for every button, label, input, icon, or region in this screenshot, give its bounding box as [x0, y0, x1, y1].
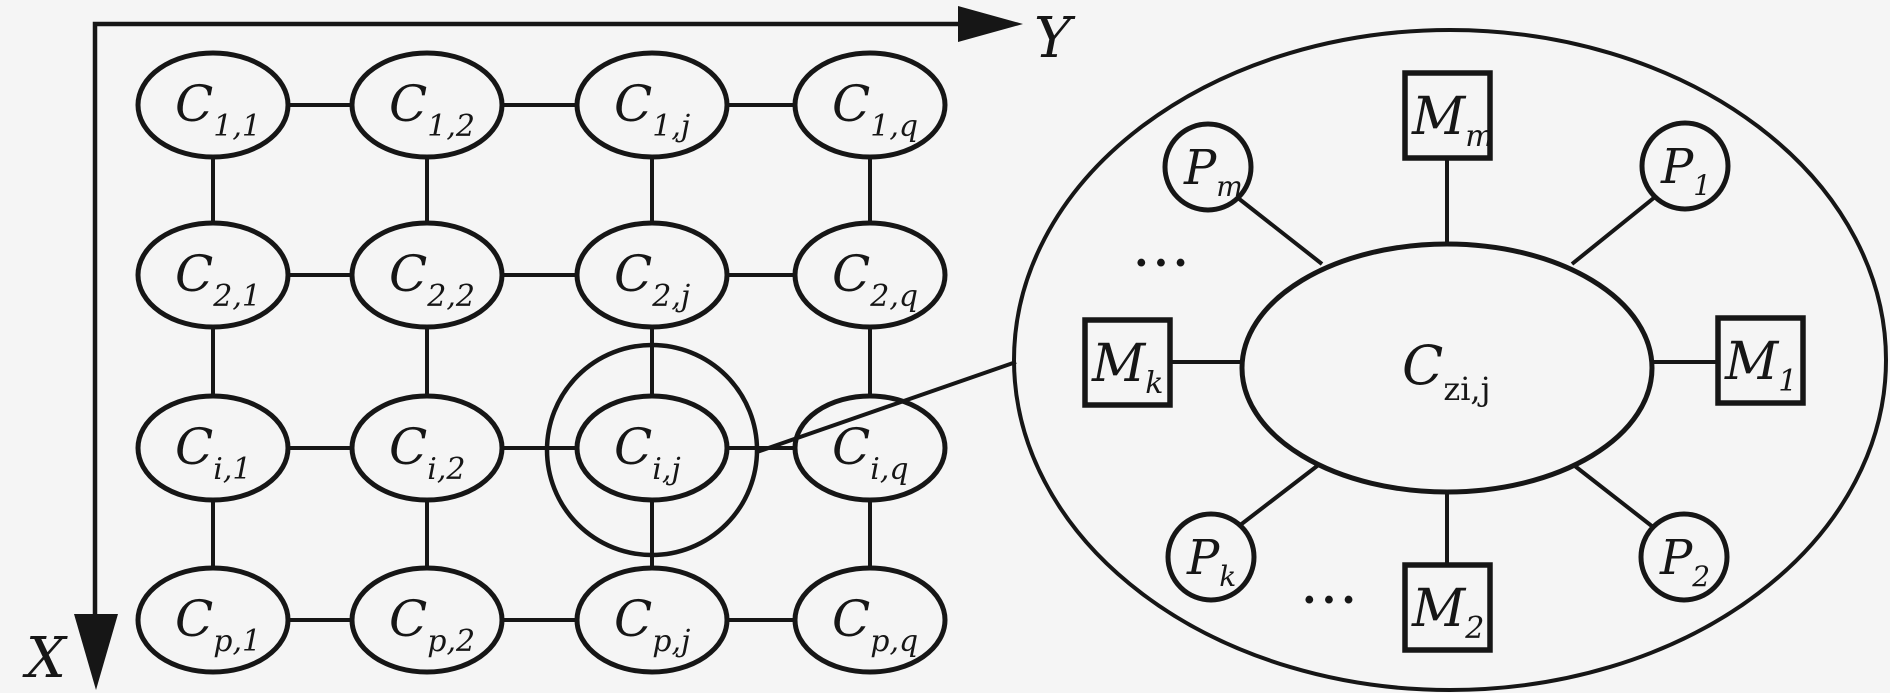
magnifier-leader-line	[756, 360, 1017, 454]
cell-ellipse	[574, 393, 730, 503]
memory-label: M2	[1411, 579, 1484, 646]
grid-cell: C1,q	[792, 50, 948, 160]
memory-label: Mk	[1091, 334, 1163, 401]
memory-node-bottom: M2	[1402, 562, 1493, 653]
grid-cell: Ci,1	[135, 393, 291, 503]
center-cell-label: Czi,j	[1402, 334, 1491, 408]
processor-circle	[1162, 121, 1254, 213]
processor-node-bottom-left: Pk	[1165, 511, 1257, 603]
memory-node-right: M1	[1715, 315, 1806, 406]
cell-ellipse	[574, 565, 730, 675]
grid-cell: Cp,1	[135, 565, 291, 675]
zoom-connector-lines	[1170, 158, 1718, 565]
grid-cell-highlighted: Ci,j	[574, 393, 730, 503]
memory-square	[1715, 315, 1806, 406]
processor-node-top-left: Pm	[1162, 121, 1254, 213]
zoom-boundary-ellipse	[1012, 28, 1888, 692]
grid-cell: C2,j	[574, 220, 730, 330]
cell-label: C1,2	[389, 75, 475, 144]
grid-cell: C2,1	[135, 220, 291, 330]
axis-lines	[92, 21, 962, 624]
cell-ellipse	[135, 50, 291, 160]
grid-cell: Cp,2	[349, 565, 505, 675]
cell-ellipse	[135, 220, 291, 330]
cell-ellipse	[574, 220, 730, 330]
cell-ellipse	[792, 565, 948, 675]
cell-ellipse	[349, 393, 505, 503]
memory-square	[1082, 317, 1173, 408]
cell-label: Ci,j	[614, 418, 681, 487]
memory-square	[1402, 70, 1493, 161]
memory-node-top: Mm	[1402, 70, 1494, 161]
cell-ellipse	[574, 50, 730, 160]
cell-label: Cp,q	[832, 590, 918, 659]
grid-cell: C1,2	[349, 50, 505, 160]
cell-ellipse	[135, 565, 291, 675]
memory-node-left: Mk	[1082, 317, 1173, 408]
cell-label: C1,j	[614, 75, 690, 144]
processor-label: Pm	[1183, 140, 1243, 203]
grid-cell: C1,j	[574, 50, 730, 160]
memory-square	[1402, 562, 1493, 653]
cell-label: Cp,j	[614, 590, 690, 659]
cell-ellipse	[792, 50, 948, 160]
cell-label: C1,q	[832, 75, 918, 144]
processor-label: P2	[1659, 530, 1710, 593]
cell-ellipse	[349, 50, 505, 160]
y-axis-arrowhead-icon	[958, 6, 1023, 42]
cell-label: Cp,1	[175, 590, 261, 659]
processor-circle	[1639, 120, 1731, 212]
processor-circle	[1638, 511, 1730, 603]
cell-ellipse	[135, 393, 291, 503]
cell-label: Cp,2	[389, 590, 475, 659]
grid-cell: Cp,q	[792, 565, 948, 675]
y-axis-label: Y	[1034, 6, 1076, 71]
grid-cell: Ci,2	[349, 393, 505, 503]
cell-label: C2,2	[389, 245, 475, 314]
cell-label: C2,j	[614, 245, 690, 314]
ellipsis-lower: ...	[1302, 564, 1361, 613]
memory-label: Mm	[1411, 87, 1494, 154]
grid-cell: C2,2	[349, 220, 505, 330]
center-cell-ellipse	[1239, 241, 1655, 495]
x-axis-label: X	[22, 626, 68, 691]
processor-label: Pk	[1186, 530, 1236, 593]
cell-ellipse	[792, 220, 948, 330]
cell-label: Ci,q	[832, 418, 909, 487]
memory-label: M1	[1724, 332, 1797, 399]
axes: Y X	[22, 6, 1076, 691]
ellipsis-upper: ...	[1134, 227, 1193, 276]
cell-label: C2,q	[832, 245, 918, 314]
processor-label: P1	[1660, 139, 1711, 202]
x-axis-arrowhead-icon	[74, 614, 118, 690]
processor-node-bottom-right: P2	[1638, 511, 1730, 603]
processor-circle	[1165, 511, 1257, 603]
zoom-view: Czi,j Mm M1 Mk M2 Pm P1 Pk	[1012, 28, 1888, 692]
cell-label: Ci,1	[175, 418, 251, 487]
cell-label: Ci,2	[389, 418, 465, 487]
processor-node-top-right: P1	[1639, 120, 1731, 212]
cell-ellipse	[792, 393, 948, 503]
grid-cell: Ci,q	[792, 393, 948, 503]
grid-cell: C1,1	[135, 50, 291, 160]
grid-connector-lines	[211, 103, 872, 622]
grid-cell: Cp,j	[574, 565, 730, 675]
cell-label: C2,1	[175, 245, 261, 314]
grid-cell: C2,q	[792, 220, 948, 330]
cell-ellipse	[349, 565, 505, 675]
cell-ellipse	[349, 220, 505, 330]
cell-label: C1,1	[175, 75, 261, 144]
cell-grid: C1,1 C1,2 C1,j C1,q C2,1 C2,2 C2,j C2,	[135, 50, 948, 675]
